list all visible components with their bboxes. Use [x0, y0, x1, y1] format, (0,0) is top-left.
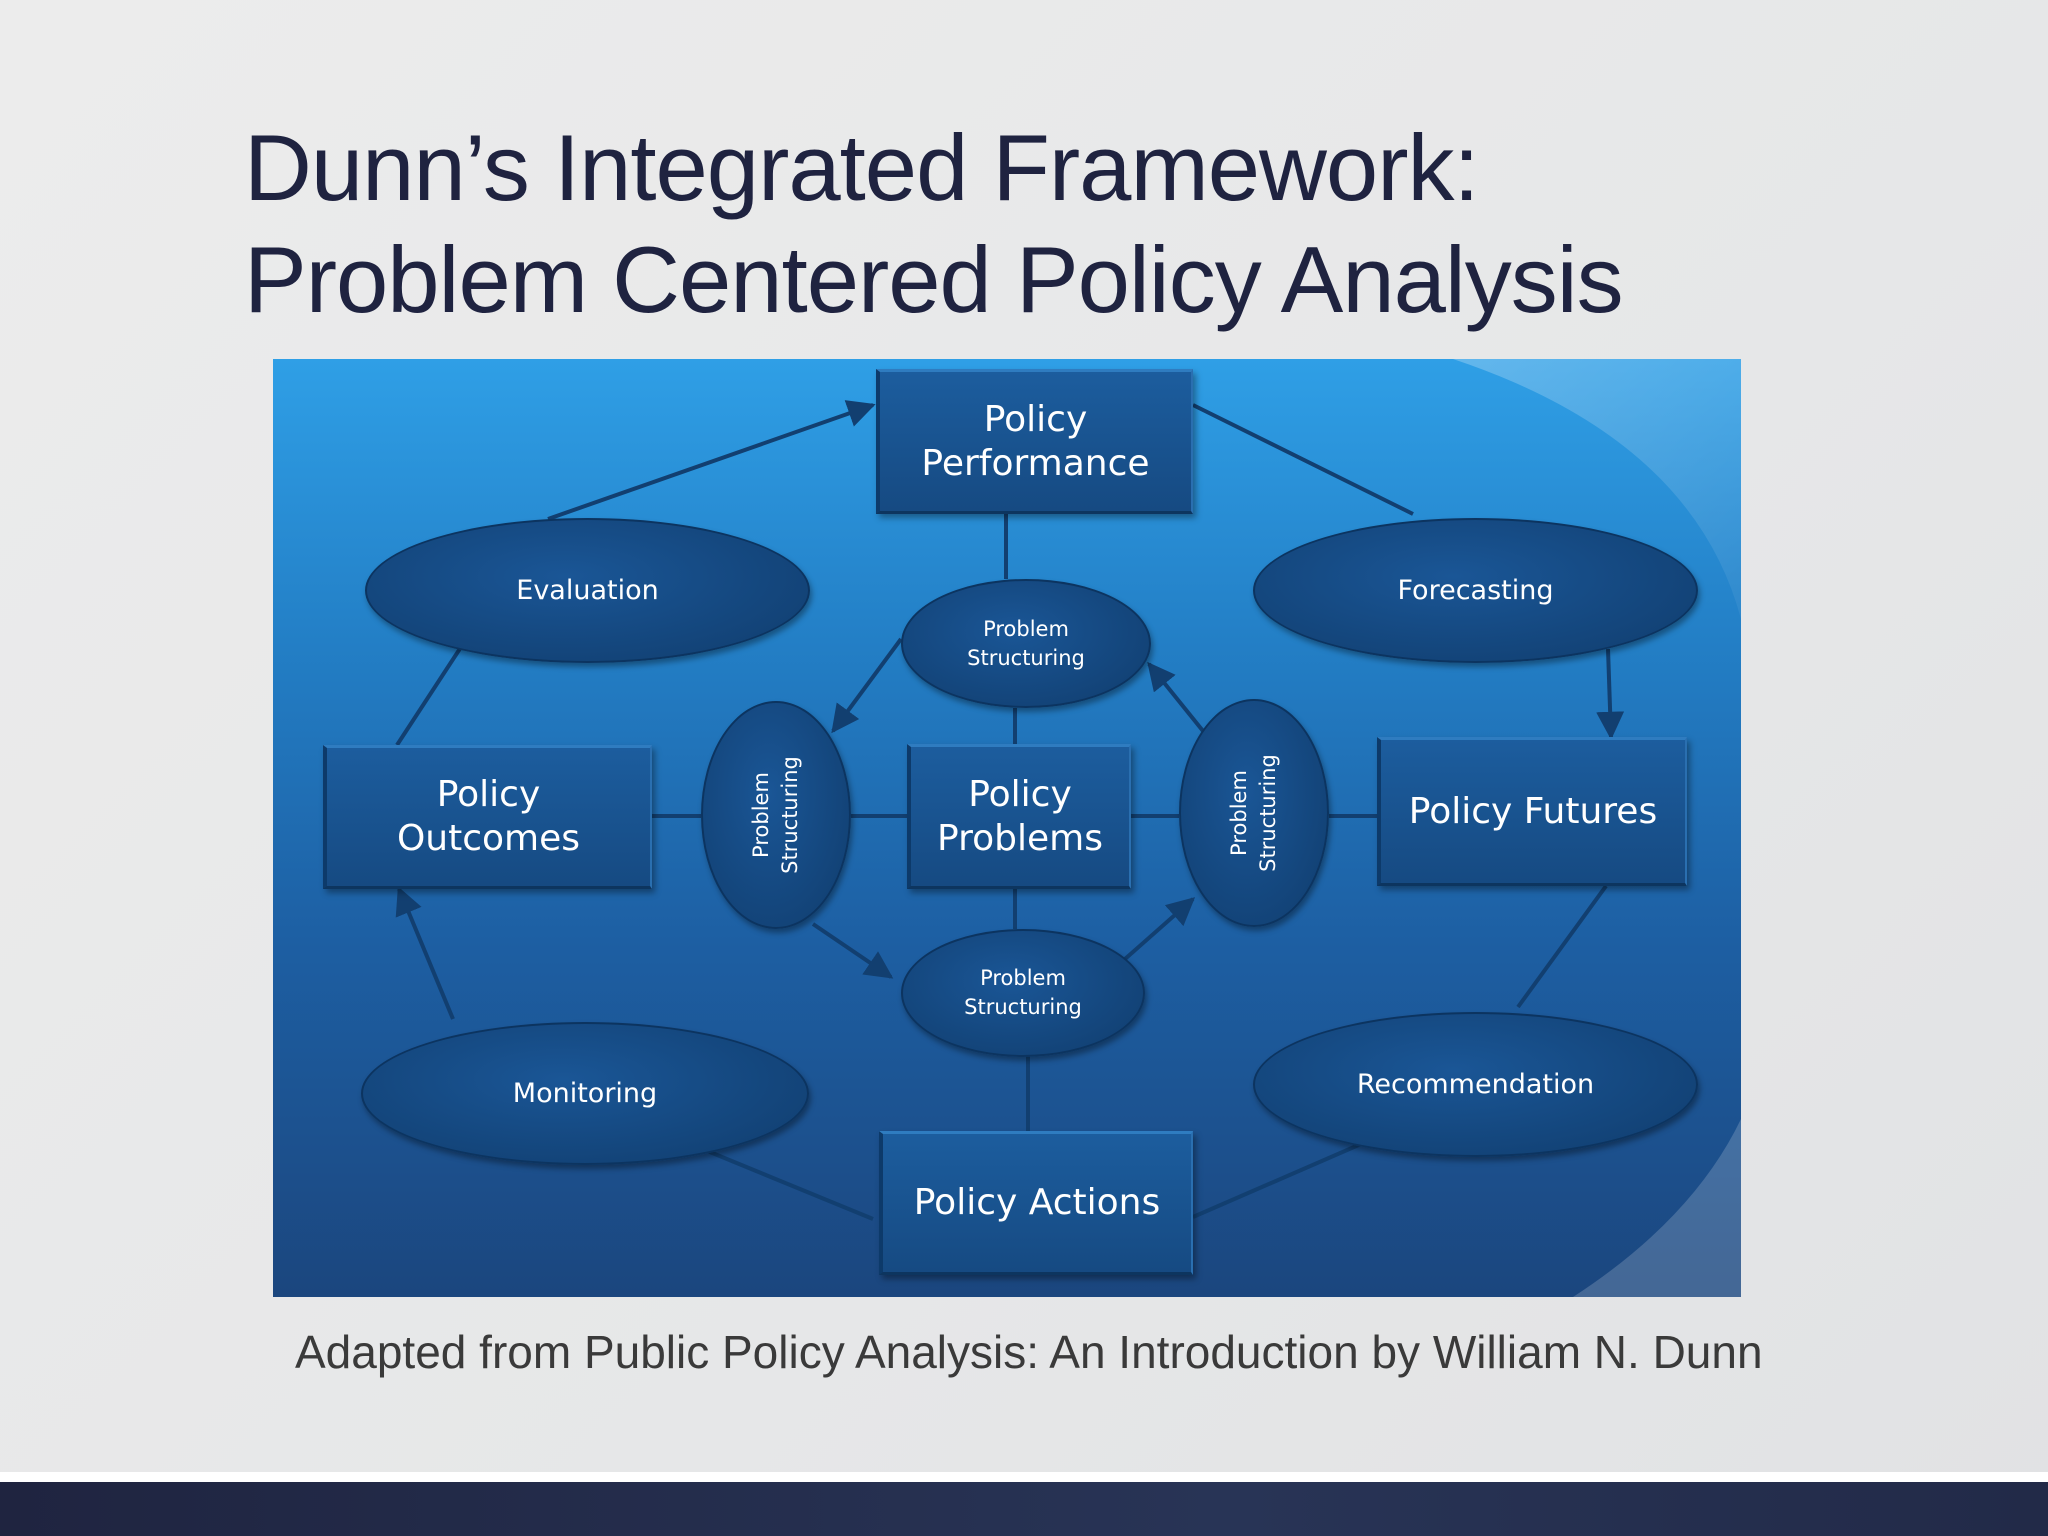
structuring-right-line-1: Problem — [1227, 770, 1251, 856]
footer-divider — [0, 1472, 2048, 1482]
policy-actions-box: Policy Actions — [879, 1131, 1193, 1275]
policy-outcomes-line-2: Outcomes — [396, 818, 581, 859]
source-caption: Adapted from Public Policy Analysis: An … — [295, 1326, 1763, 1378]
policy-outcomes-box: Policy Outcomes — [323, 745, 652, 889]
problem-structuring-right-ellipse: Problem Structuring — [1179, 699, 1329, 927]
forecasting-ellipse: Forecasting — [1253, 518, 1698, 663]
structuring-top-line-1: Problem — [983, 616, 1069, 641]
diagram-connectors — [395, 359, 1741, 1297]
structuring-right-line-2: Structuring — [1256, 754, 1280, 872]
decorative-sheen-bottom — [1573, 1119, 1741, 1297]
forecasting-label: Forecasting — [1397, 575, 1554, 606]
policy-problems-line-2: Problems — [937, 817, 1103, 859]
monitoring-label: Monitoring — [512, 1078, 658, 1109]
framework-diagram: Policy Performance Policy Outcomes Polic… — [273, 359, 1741, 1297]
connector-futures-recommendation — [1516, 884, 1608, 1009]
arrow-left-to-bottom — [811, 922, 894, 979]
structuring-left-line-2: Structuring — [778, 756, 802, 874]
connector-outcomes-evaluation — [395, 642, 465, 747]
problem-structuring-left-ellipse: Problem Structuring — [701, 701, 851, 929]
policy-performance-box: Policy Performance — [876, 369, 1193, 514]
recommendation-label: Recommendation — [1356, 1069, 1595, 1100]
monitoring-ellipse: Monitoring — [361, 1022, 809, 1165]
problem-structuring-bottom-ellipse: Problem Structuring — [901, 929, 1145, 1057]
decorative-sheen — [1453, 359, 1741, 619]
structuring-left-line-1: Problem — [749, 772, 773, 858]
arrow-top-to-left — [831, 637, 903, 734]
policy-performance-line-1: Policy — [983, 398, 1088, 440]
connector-forecasting-futures — [1596, 648, 1625, 740]
structuring-bottom-line-2: Structuring — [964, 995, 1082, 1019]
policy-problems-line-1: Policy — [968, 773, 1072, 815]
policy-actions-label: Policy Actions — [913, 1182, 1161, 1223]
arrow-bottom-to-right — [1123, 897, 1196, 961]
problem-structuring-top-ellipse: Problem Structuring — [901, 579, 1151, 708]
title-line-2: Problem Centered Policy Analysis — [244, 227, 1624, 332]
evaluation-ellipse: Evaluation — [365, 518, 810, 663]
footer-bar — [0, 1482, 2048, 1536]
structuring-bottom-line-1: Problem — [980, 966, 1066, 990]
connector-performance-forecasting — [1192, 403, 1414, 516]
recommendation-ellipse: Recommendation — [1253, 1012, 1698, 1157]
policy-performance-line-2: Performance — [921, 442, 1150, 484]
policy-futures-label: Policy Futures — [1408, 790, 1658, 832]
policy-problems-box: Policy Problems — [907, 744, 1131, 889]
slide-title: Dunn’s Integrated Framework: Problem Cen… — [244, 112, 1944, 336]
policy-futures-box: Policy Futures — [1377, 737, 1687, 886]
arrow-right-to-top — [1147, 661, 1205, 733]
title-line-1: Dunn’s Integrated Framework: — [244, 115, 1480, 220]
policy-outcomes-line-1: Policy — [436, 774, 541, 815]
structuring-top-line-2: Structuring — [967, 645, 1085, 670]
connector-monitoring-outcomes — [395, 886, 455, 1020]
connector-evaluation-performance — [547, 400, 876, 521]
evaluation-label: Evaluation — [516, 575, 659, 606]
